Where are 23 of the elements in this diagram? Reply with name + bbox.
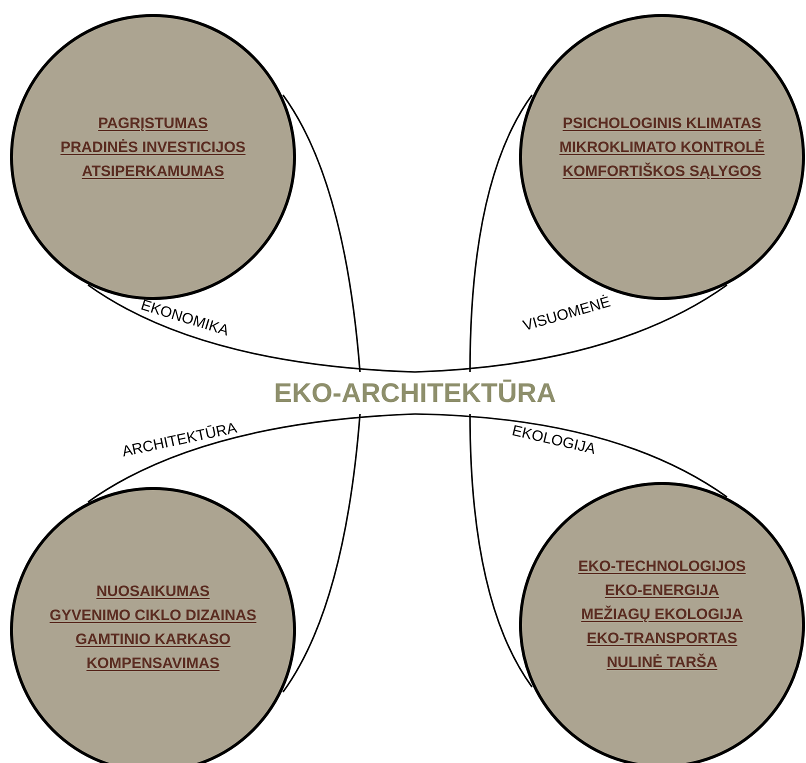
topic-item: EKO-ENERGIJA — [604, 581, 720, 601]
connector-line — [469, 94, 533, 372]
topic-item: PSICHOLOGINIS KLIMATAS — [562, 114, 762, 134]
topic-item: GAMTINIO KARKASO KOMPENSAVIMAS — [74, 630, 232, 674]
central-title: EKO-ARCHITEKTŪRA — [274, 376, 556, 410]
connector-line — [414, 284, 728, 373]
topic-item: PAGRĮSTUMAS — [98, 114, 208, 134]
topic-item: MEŽIAGŲ EKOLOGIJA — [581, 604, 743, 625]
topic-item: KOMFORTIŠKOS SĄLYGOS — [562, 162, 762, 182]
topic-item: NUOSAIKUMAS — [96, 582, 210, 602]
topic-item: PRADINĖS INVESTICIJOS — [60, 138, 246, 158]
topic-item: NULINĖ TARŠA — [606, 652, 718, 673]
topic-item: EKO-TECHNOLOGIJOS — [578, 557, 746, 577]
topic-item: ATSIPERKAMUMAS — [82, 162, 224, 182]
connector-line — [88, 284, 416, 373]
topic-item: GYVENIMO CIKLO DIZAINAS — [50, 606, 256, 626]
topic-item: MIKROKLIMATO KONTROLĖ — [559, 138, 765, 158]
connector-line — [282, 94, 361, 372]
connector-line — [469, 414, 533, 688]
connector-line — [414, 413, 728, 498]
topic-item: EKO-TRANSPORTAS — [586, 629, 738, 649]
connector-line — [88, 413, 416, 503]
connector-line — [282, 414, 361, 692]
